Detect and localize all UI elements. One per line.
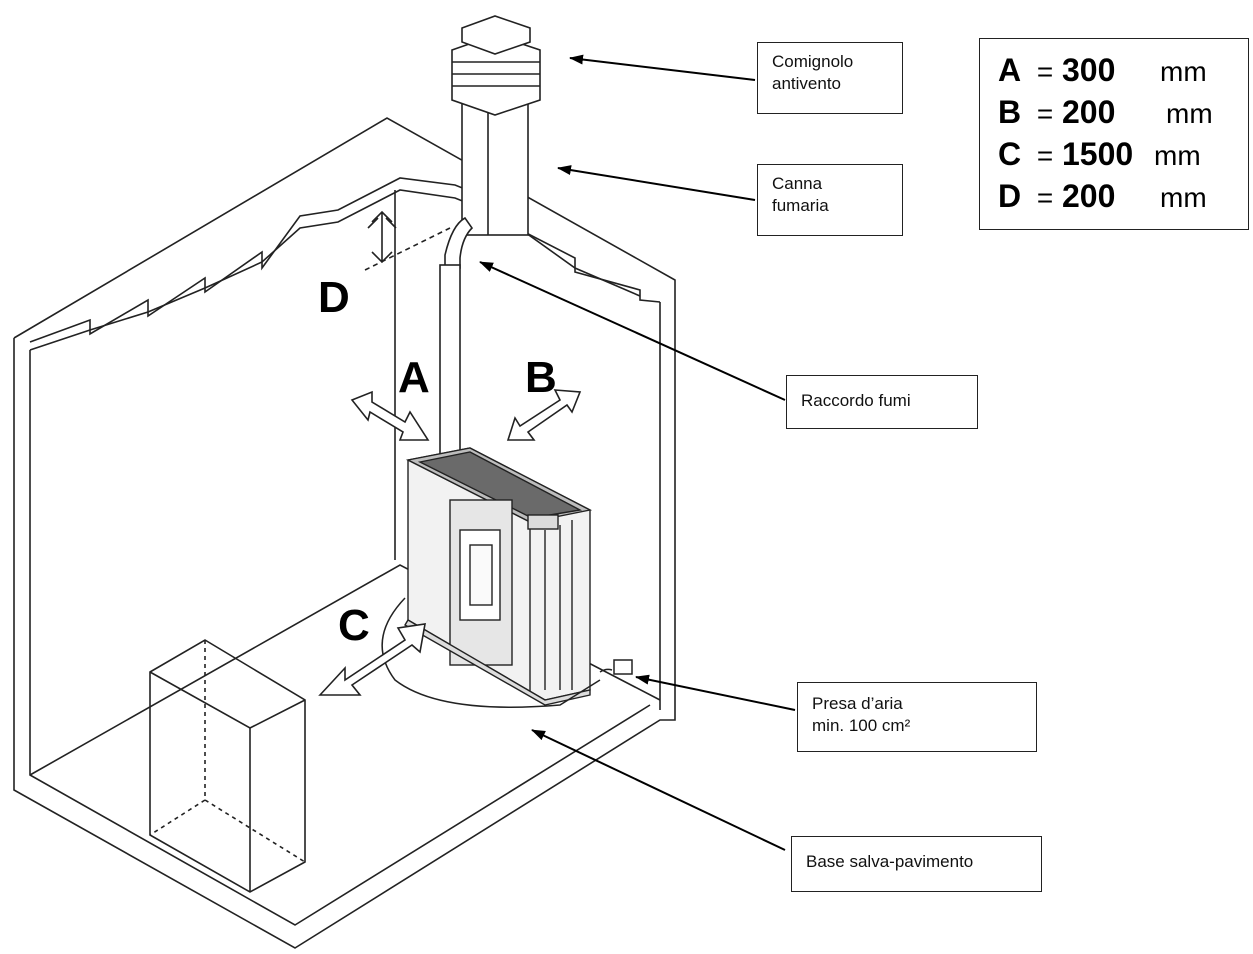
callout-presa-line2: min. 100 cm² — [812, 716, 911, 735]
legend-eq: = — [1036, 182, 1054, 213]
legend-row-b: B = 200 mm — [998, 91, 1248, 133]
clearance-arrow-c — [318, 623, 426, 696]
legend-key: B — [998, 94, 1022, 130]
clearance-arrow-d — [364, 210, 451, 271]
callout-comignolo-line2: antivento — [772, 74, 841, 93]
legend-value: 300 — [1062, 52, 1116, 88]
callout-base: Base salva-pavimento — [791, 836, 1042, 892]
clearance-arrow-a — [350, 390, 430, 441]
floor-base-outline — [381, 597, 601, 708]
letter-b: B — [525, 353, 557, 402]
legend-unit: mm — [1160, 56, 1207, 87]
legend-value: 200 — [1062, 178, 1116, 214]
air-intake-grille — [613, 659, 633, 675]
legend-value: 1500 — [1062, 136, 1134, 172]
legend-row-c: C = 1500 mm — [998, 133, 1248, 175]
callout-canna-line2: fumaria — [772, 196, 829, 215]
legend-eq: = — [1036, 56, 1054, 87]
letter-d: D — [318, 273, 350, 322]
callout-raccordo: Raccordo fumi — [786, 375, 978, 429]
letter-a: A — [398, 353, 430, 402]
callout-raccordo-text: Raccordo fumi — [801, 391, 911, 410]
legend-key: D — [998, 178, 1022, 214]
legend-row-d: D = 200 mm — [998, 175, 1248, 217]
legend-unit: mm — [1166, 98, 1213, 129]
callout-canna-line1: Canna — [772, 174, 823, 193]
clearance-arrow-b — [506, 389, 582, 441]
leader-presa — [635, 674, 796, 711]
callout-presa: Presa d’aria min. 100 cm² — [797, 682, 1037, 752]
flue-pipe — [439, 216, 474, 456]
chimney — [451, 15, 541, 236]
legend-key: A — [998, 52, 1022, 88]
legend-unit: mm — [1154, 140, 1201, 171]
legend-row-a: A = 300 mm — [998, 49, 1248, 91]
callout-base-text: Base salva-pavimento — [806, 852, 974, 871]
cabinet — [149, 639, 306, 893]
callout-comignolo-line1: Comignolo — [772, 52, 854, 71]
room-walls — [13, 117, 676, 949]
leader-raccordo — [479, 261, 786, 401]
leader-comignolo — [569, 54, 756, 81]
dimension-legend: A = 300 mm B = 200 mm C = 1500 mm D = 200 mm — [979, 38, 1249, 230]
callout-presa-line1: Presa d’aria — [812, 694, 903, 713]
legend-value: 200 — [1062, 94, 1116, 130]
legend-eq: = — [1036, 140, 1054, 171]
callout-canna: Canna fumaria — [757, 164, 903, 236]
legend-eq: = — [1036, 98, 1054, 129]
leader-canna — [557, 165, 756, 201]
callout-comignolo: Comignolo antivento — [757, 42, 903, 114]
letter-c: C — [338, 601, 370, 650]
leader-base — [531, 729, 786, 851]
leader-arrows — [479, 54, 796, 851]
legend-unit: mm — [1160, 182, 1207, 213]
legend-key: C — [998, 136, 1022, 172]
stove — [404, 447, 593, 706]
